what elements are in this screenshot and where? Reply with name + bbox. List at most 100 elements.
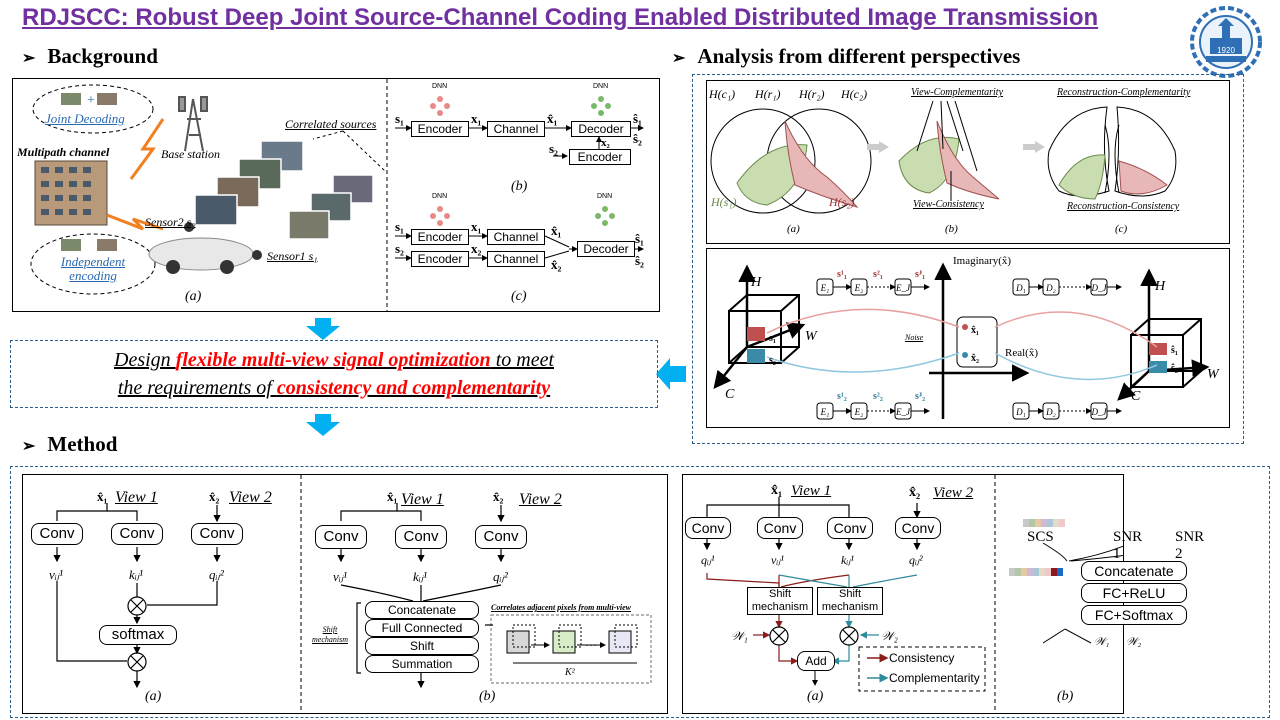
- svg-text:kᵢⱼ¹: kᵢⱼ¹: [129, 567, 143, 582]
- svg-text:sᴶ₂: sᴶ₂: [915, 391, 925, 402]
- design-line1-pre: Design: [114, 349, 176, 371]
- axis-w-right: W: [1207, 367, 1219, 382]
- svg-text:x₂: x₂: [471, 241, 482, 256]
- view1-label: View 1: [115, 489, 158, 506]
- svg-text:D_J: D_J: [1091, 407, 1108, 417]
- bg-correlated-label: Correlated sources: [285, 117, 377, 131]
- x1-hat-label: x̂₁: [771, 483, 783, 498]
- svg-text:s₂: s₂: [769, 355, 776, 366]
- encoder-box: Encoder: [569, 149, 631, 165]
- view2-label: View 2: [933, 485, 974, 501]
- summation-block: Summation: [365, 655, 479, 673]
- svg-text:D₂: D₂: [1045, 283, 1056, 293]
- left-arrow-icon: [656, 358, 686, 390]
- svg-text:s²₁: s²₁: [873, 269, 883, 280]
- conv-block: Conv: [475, 525, 527, 549]
- university-logo: 1920: [1188, 4, 1264, 80]
- car-illustration: [148, 237, 254, 271]
- conv-block: Conv: [31, 523, 83, 545]
- encoder-box: Encoder: [411, 251, 469, 267]
- lightning-icon: [129, 118, 165, 180]
- svg-text:ŝ₂: ŝ₂: [1171, 363, 1178, 374]
- encoder-box: Encoder: [411, 229, 469, 245]
- concatenate-block: Concatenate: [365, 601, 479, 619]
- correlates-label: Correlates adjacent pixels from multi-vi…: [491, 603, 631, 612]
- h-c1-label: H(c₁): [709, 87, 736, 101]
- q2-label: qᵢⱼ²: [909, 553, 923, 567]
- conv-block: Conv: [895, 517, 941, 539]
- svg-text:s₁: s₁: [395, 111, 404, 126]
- decoder-box: Decoder: [577, 241, 635, 257]
- q-label: qᵢⱼ¹: [701, 553, 715, 567]
- channel-box: Channel: [487, 251, 545, 267]
- dnn-label: DNN: [593, 83, 609, 90]
- section-analysis-label: Analysis from different perspectives: [697, 44, 1021, 68]
- svg-text:qᵢⱼ²: qᵢⱼ²: [209, 567, 225, 582]
- bg-joint-decoding-label: Joint Decoding: [45, 111, 125, 126]
- conv-block: Conv: [757, 517, 803, 539]
- w2-output-label: 𝒲₂: [1126, 636, 1142, 648]
- svg-text:vᵢⱼ¹: vᵢⱼ¹: [49, 567, 63, 582]
- method-right-figure: x̂₁ x̂₂ View 1 View 2 Conv Conv Conv Con…: [682, 474, 1204, 714]
- svg-text:qᵢⱼ²: qᵢⱼ²: [493, 569, 509, 584]
- h-r2-label: H(r₂): [799, 87, 825, 101]
- shift-mechanism-line1: Shift: [838, 588, 861, 600]
- channel-box: Channel: [487, 229, 545, 245]
- shift-mechanism-line1: Shift: [768, 588, 791, 600]
- design-line1-highlight: flexible multi-view signal optimization: [175, 349, 491, 371]
- svg-text:E₁: E₁: [820, 407, 830, 417]
- axis-c-right: C: [1131, 389, 1141, 404]
- svg-text:x̂₁: x̂₁: [387, 489, 398, 504]
- channel-box: Channel: [487, 121, 545, 137]
- shift-mechanism-box: Shift mechanism: [747, 587, 813, 615]
- poster-title: RDJSCC: Robust Deep Joint Source-Channel…: [22, 4, 1099, 31]
- svg-text:s₂: s₂: [549, 141, 558, 156]
- view1-label: View 1: [791, 483, 832, 499]
- bullet-arrow-icon: ➢: [672, 50, 686, 67]
- section-background-label: Background: [47, 44, 158, 68]
- reconstruction-consistency-label: Reconstruction-Consistency: [1067, 201, 1180, 212]
- view1-label: View 1: [401, 491, 444, 508]
- svg-text:E_J: E_J: [895, 407, 911, 417]
- conv-block: Conv: [315, 525, 367, 549]
- bg-caption-a: (a): [185, 289, 202, 304]
- bullet-arrow-icon: ➢: [22, 50, 36, 67]
- svg-text:x̂₂: x̂₂: [209, 489, 220, 504]
- w1-output-label: 𝒲₁: [1094, 636, 1110, 648]
- venn-caption-b: (b): [945, 223, 958, 235]
- svg-text:s²₂: s²₂: [873, 391, 883, 402]
- independent-encoding-bubble: [30, 233, 156, 295]
- dnn-label: DNN: [432, 83, 448, 90]
- k-label: kᵢⱼ¹: [841, 553, 854, 567]
- scs-color-strip: [1023, 519, 1065, 527]
- shift-block: Shift: [365, 637, 479, 655]
- svg-text:sᴶ₁: sᴶ₁: [915, 269, 925, 280]
- concat-color-strip: [1009, 568, 1063, 576]
- shift-mechanism-line2: mechanism: [821, 601, 879, 613]
- conv-block: Conv: [111, 523, 163, 545]
- svg-text:···: ···: [585, 638, 597, 652]
- concatenate-block: Concatenate: [1081, 561, 1187, 581]
- dnn-label: DNN: [432, 193, 448, 200]
- method-right-svg: [703, 475, 1199, 713]
- snr2-label: SNR 2: [1175, 529, 1205, 562]
- axis-w-left: W: [805, 329, 817, 344]
- dnn-label: DNN: [597, 193, 613, 200]
- real-axis-label: Real(x̂): [1005, 347, 1038, 359]
- complementarity-legend-label: Complementarity: [889, 671, 980, 685]
- encoder-box: Encoder: [411, 121, 469, 137]
- shift-mechanism-label: Shift mechanism: [312, 625, 348, 644]
- design-statement-box: Design flexible multi-view signal optimi…: [10, 340, 658, 408]
- bg-independent-encoding-label: Independent encoding: [60, 254, 126, 283]
- scs-label: SCS: [1027, 529, 1054, 545]
- view2-label: View 2: [229, 489, 272, 506]
- v-label: vᵢⱼ¹: [771, 553, 784, 567]
- lightning-icon: [106, 213, 164, 231]
- method-right-caption-b: (b): [1057, 689, 1074, 704]
- add-block: Add: [797, 651, 835, 671]
- axis-c-left: C: [725, 387, 735, 402]
- dnn-icon: [430, 96, 450, 116]
- svg-text:D₁: D₁: [1015, 283, 1026, 293]
- view-complementarity-label: View-Complementarity: [911, 87, 1004, 98]
